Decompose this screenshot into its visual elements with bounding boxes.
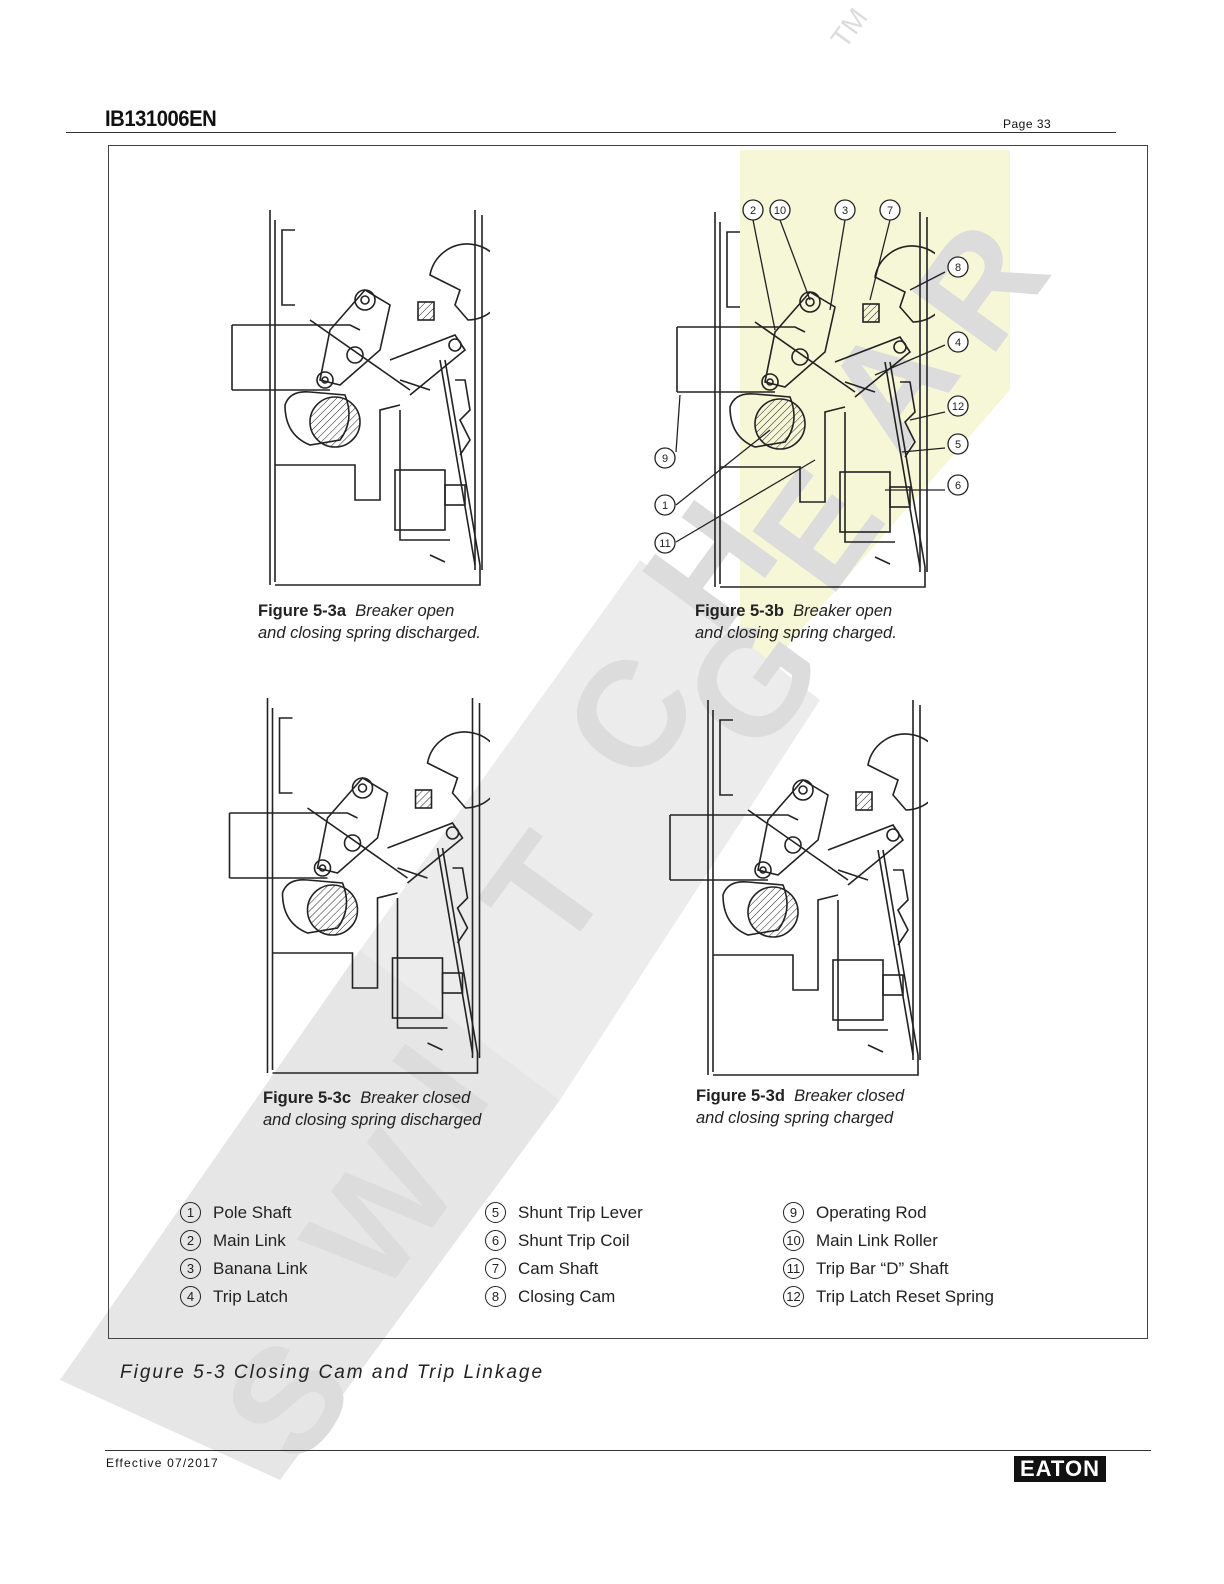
callout-5: 5 (947, 433, 969, 455)
callout-12: 12 (947, 395, 969, 417)
figure-5-3d-caption: Figure 5-3d Breaker closed and closing s… (696, 1085, 904, 1129)
figure-5-3d-drawing (669, 700, 928, 1076)
figure-5-3b-callouts: 2 10 3 7 8 4 12 5 6 9 1 11 (654, 199, 969, 554)
svg-text:7: 7 (887, 205, 893, 217)
main-figure-caption: Figure 5-3 Closing Cam and Trip Linkage (120, 1362, 545, 1383)
figure-number: Figure 5-3b (695, 602, 784, 620)
callout-7: 7 (879, 199, 901, 221)
callout-4: 4 (947, 331, 969, 353)
figure-caption-line2: and closing spring charged (696, 1109, 894, 1127)
figure-5-3a-caption: Figure 5-3a Breaker open and closing spr… (258, 600, 481, 644)
svg-text:11: 11 (659, 538, 670, 550)
figure-5-3c-caption: Figure 5-3c Breaker closed and closing s… (263, 1087, 481, 1131)
figure-caption-line1: Breaker open (793, 602, 893, 620)
figure-caption-line2: and closing spring discharged (263, 1111, 482, 1129)
svg-text:2: 2 (750, 205, 756, 217)
callout-11: 11 (654, 532, 676, 554)
callout-3: 3 (834, 199, 856, 221)
figure-number: Figure 5-3a (258, 602, 347, 620)
figure-5-3b-caption: Figure 5-3b Breaker open and closing spr… (695, 600, 897, 644)
svg-text:8: 8 (955, 262, 961, 274)
figure-caption-line2: and closing spring charged. (695, 624, 897, 642)
figure-number: Figure 5-3d (696, 1087, 785, 1105)
figure-frame (108, 145, 1148, 1339)
callout-8: 8 (947, 256, 969, 278)
eaton-logo: EATON (1014, 1456, 1106, 1482)
callout-2: 2 (742, 199, 764, 221)
figure-caption-line1: Breaker closed (794, 1087, 905, 1105)
svg-text:4: 4 (955, 337, 961, 349)
figure-caption-line2: and closing spring discharged. (258, 624, 481, 642)
callout-9: 9 (654, 447, 676, 469)
callout-1: 1 (654, 494, 676, 516)
figure-5-3c-drawing (228, 698, 490, 1074)
svg-text:1: 1 (662, 500, 668, 512)
document-code: IB131006EN (105, 106, 217, 131)
svg-text:6: 6 (955, 480, 961, 492)
callout-10: 10 (769, 199, 791, 221)
svg-text:12: 12 (952, 401, 964, 413)
figure-caption-line1: Breaker closed (360, 1089, 471, 1107)
figure-caption-line1: Breaker open (355, 602, 455, 620)
svg-text:5: 5 (955, 439, 961, 451)
figure-5-3a-drawing (231, 210, 490, 586)
figure-number: Figure 5-3c (263, 1089, 352, 1107)
effective-date: Effective 07/2017 (106, 1456, 219, 1470)
svg-text:10: 10 (774, 205, 786, 217)
header-rule (66, 132, 1116, 133)
svg-text:9: 9 (662, 453, 668, 465)
svg-text:3: 3 (842, 205, 848, 217)
callout-6: 6 (947, 474, 969, 496)
watermark-tm: TM (825, 3, 874, 54)
footer-rule (105, 1450, 1151, 1451)
page-number: Page 33 (1003, 117, 1052, 131)
